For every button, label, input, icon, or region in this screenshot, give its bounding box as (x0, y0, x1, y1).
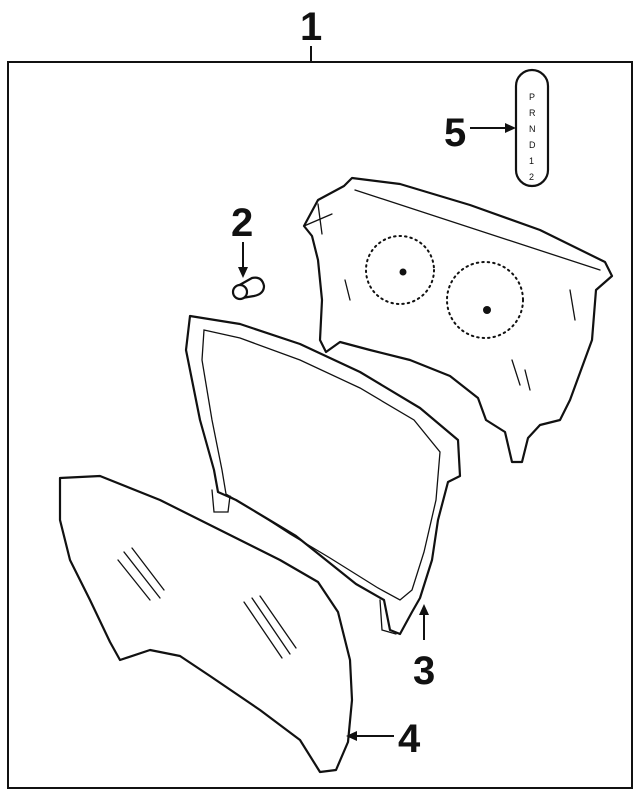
callout-4-arrowhead (346, 731, 357, 741)
gear-letter-p: P (529, 92, 535, 102)
bezel-opening (201, 329, 441, 601)
gear-letter-1: 1 (529, 156, 534, 166)
lens-glare-right (243, 595, 297, 659)
callout-1: 1 (300, 5, 322, 62)
callout-1-label: 1 (300, 5, 322, 49)
right-gauge-dial (446, 261, 524, 339)
housing-top-edge (354, 189, 601, 271)
callout-2-label: 2 (231, 201, 253, 245)
callout-5-label: 5 (444, 111, 466, 155)
callout-2-arrowhead (238, 267, 248, 278)
part-cluster-housing (302, 176, 614, 464)
part-3-bezel (184, 314, 462, 636)
callout-3-label: 3 (413, 649, 435, 693)
left-gauge-pivot (399, 268, 407, 276)
bezel-foot-left (211, 489, 231, 513)
gear-letter-d: D (529, 140, 536, 150)
lens-glare-left (117, 547, 165, 601)
callout-4-label: 4 (398, 717, 421, 761)
callout-3: 3 (413, 604, 435, 693)
callout-4: 4 (346, 717, 421, 761)
gear-letter-n: N (529, 124, 536, 134)
gear-letter-2: 2 (529, 172, 534, 182)
bezel-outline (184, 314, 462, 636)
callout-5-arrowhead (505, 123, 516, 133)
callout-3-arrowhead (419, 604, 429, 615)
bulb-base (231, 283, 249, 301)
right-gauge-pivot (483, 306, 491, 314)
housing-detail-marks (344, 279, 576, 391)
callout-5: 5 (444, 111, 516, 155)
part-2-bulb (231, 276, 266, 301)
gear-letter-r: R (529, 108, 536, 118)
assembly-frame (7, 61, 633, 789)
left-gauge-dial (365, 235, 435, 305)
bezel-foot-right (379, 599, 397, 635)
part-4-lens (58, 474, 354, 774)
housing-mount-tab (303, 203, 333, 235)
callout-2: 2 (231, 201, 253, 278)
part-5-gear-indicator: P R N D 1 2 (514, 68, 550, 188)
